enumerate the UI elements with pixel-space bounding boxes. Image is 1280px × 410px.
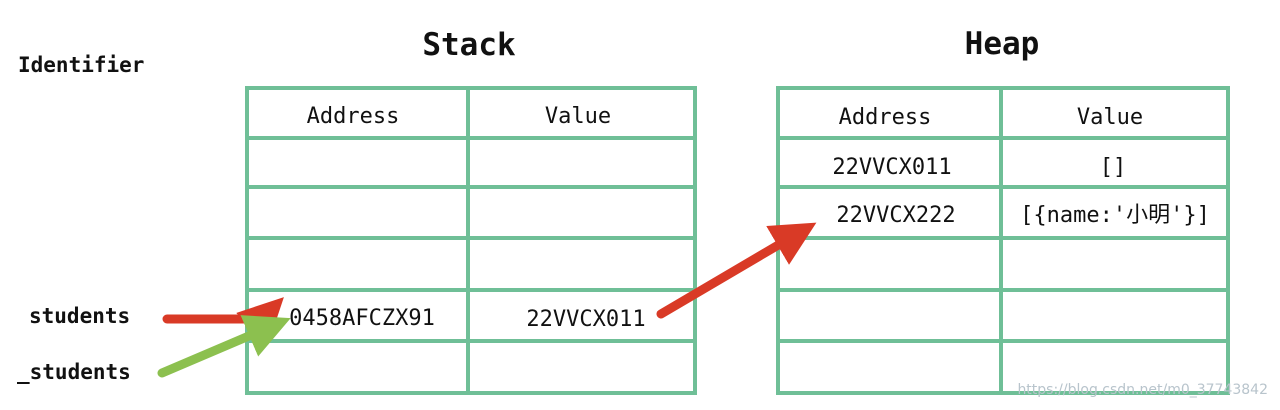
heap-header-value: Value [1077,105,1143,130]
pointer-to-heap-arrow [656,222,817,319]
heap-cell-address: 22VVCX222 [836,203,955,228]
heap-title: Heap [965,26,1040,62]
stack-header-value: Value [545,104,611,129]
underscore-students-reference-arrow [157,315,291,378]
identifier-students: students [29,304,130,328]
heap-cell-value: [{name:'小明'}] [1020,203,1210,228]
heap-cell-value: [] [1100,155,1127,180]
stack-cell-value: 22VVCX011 [526,307,645,332]
heap-cell-address: 22VVCX011 [832,155,951,180]
stack-title: Stack [422,27,516,63]
stack-table [245,86,697,395]
stack-header-address: Address [307,104,400,129]
heap-table [776,86,1230,395]
heap-header-address: Address [839,105,932,130]
identifier-heading: Identifier [18,53,144,77]
identifier-underscore-students: _students [17,360,131,384]
students-reference-arrow [162,297,284,345]
watermark-text: https://blog.csdn.net/m0_37743842 [1017,382,1268,398]
stack-cell-address: 0458AFCZX91 [289,306,435,331]
